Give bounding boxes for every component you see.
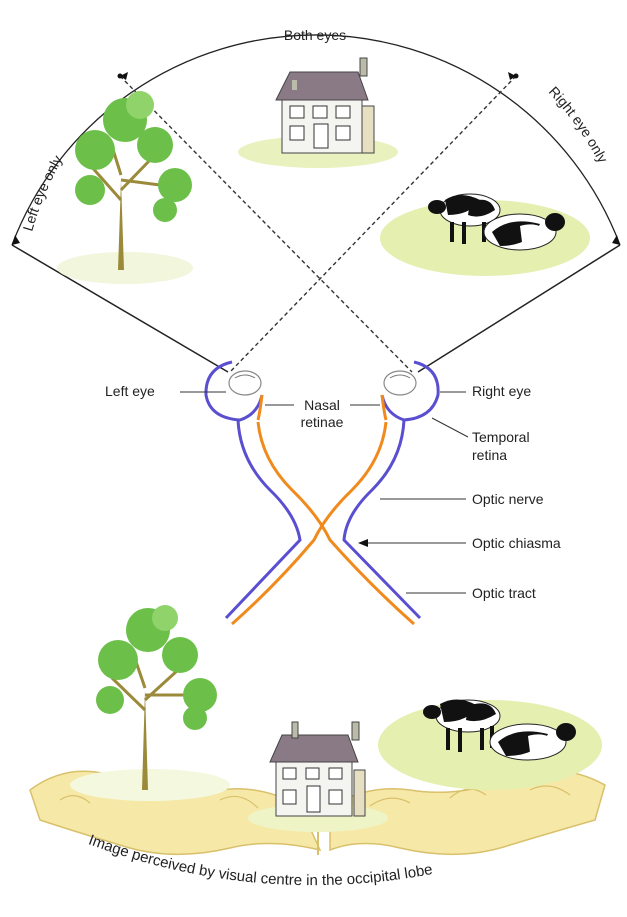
left-temporal-pathway [226, 420, 300, 618]
house-illustration-bottom [248, 722, 388, 832]
left-nasal-pathway [258, 422, 414, 624]
left-eye-only-label: Left eye only [19, 153, 65, 233]
optic-pathways [226, 420, 420, 624]
optic-chiasma-label: Optic chiasma [472, 535, 561, 551]
left-eye-label: Left eye [105, 383, 155, 399]
right-temporal-pathway [344, 420, 420, 618]
temporal-retina-label-line1: Temporal [472, 429, 530, 445]
tree-illustration-top [57, 91, 193, 284]
optic-nerve-label: Optic nerve [472, 491, 544, 507]
cows-illustration-bottom [378, 699, 602, 790]
house-illustration-top [238, 58, 398, 168]
right-eye-label: Right eye [472, 383, 531, 399]
right-eye-only-label: Right eye only [546, 83, 611, 165]
optic-tract-label: Optic tract [472, 585, 536, 601]
nasal-retinae-label-line1: Nasal [304, 397, 340, 413]
cows-illustration-top [380, 194, 590, 276]
nasal-retinae-label-line2: retinae [301, 414, 344, 430]
temporal-retina-label-line2: retina [472, 447, 507, 463]
both-eyes-label: Both eyes [284, 27, 346, 43]
left-eye [206, 362, 262, 420]
right-nasal-pathway [232, 422, 386, 624]
